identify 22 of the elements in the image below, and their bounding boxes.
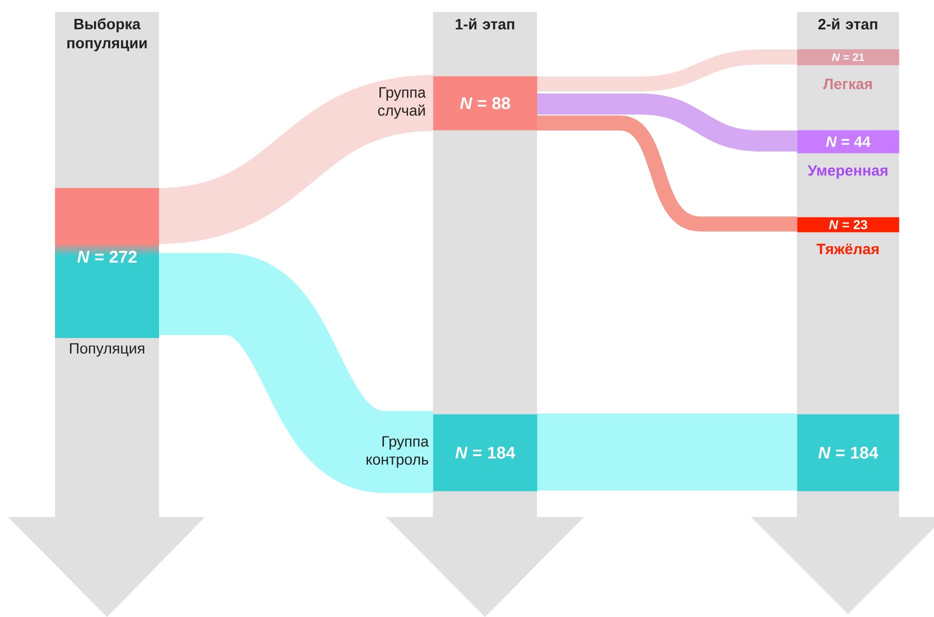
count-box: N = 21 [797,49,900,66]
column-heading: Выборка популяции [67,18,147,52]
group-label: Популяция [70,343,144,357]
count-box: N = 272 [55,188,159,338]
group-label: Группа случай [378,87,426,119]
count-box: N = 88 [433,76,538,130]
count-box: N = 44 [797,130,900,154]
column-heading: 1-й этап [456,18,514,30]
flow-band [537,116,797,232]
count-box: N = 23 [797,217,900,232]
flow-band [537,50,797,92]
flow-band [537,94,797,152]
group-label: Группа контроль [366,436,429,468]
column-heading: 2-й этап [818,18,878,30]
count-box: N = 184 [433,414,538,492]
severity-label: Умеренная [808,165,888,179]
severity-label: Тяжёлая [816,244,879,254]
flow-band [537,414,797,490]
flow-band [159,253,433,493]
severity-label: Легкая [823,78,872,90]
count-box: N = 184 [797,414,900,492]
flow-band [157,75,435,244]
